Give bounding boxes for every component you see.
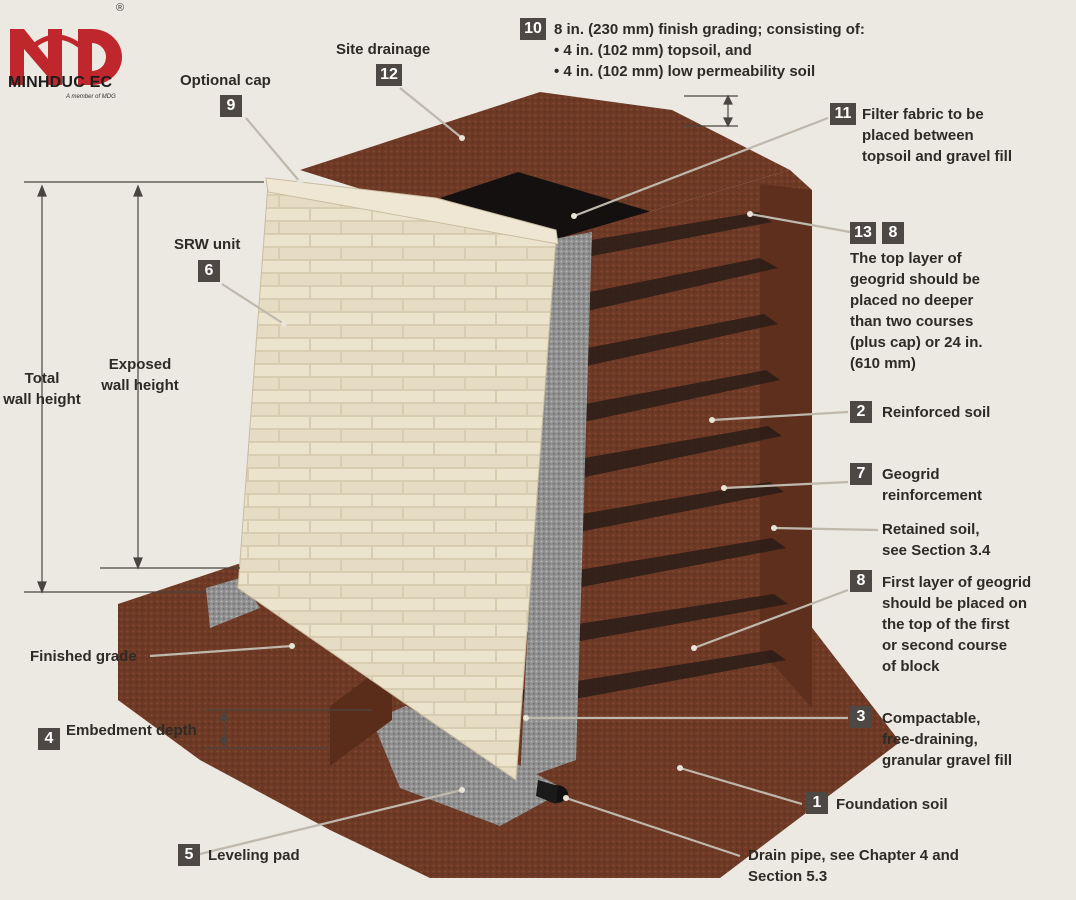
site-drainage-label: Site drainage [336, 41, 431, 58]
brand-tagline: A member of MDG [66, 94, 116, 100]
srw-unit-label: SRW unit [174, 236, 241, 253]
foundation-soil-label: Foundation soil [836, 796, 948, 813]
callout-9-badge: 9 [220, 95, 242, 117]
gravel-fill-text: Compactable, free-draining, granular gra… [882, 710, 1013, 769]
reinforced-soil-label: Reinforced soil [882, 404, 991, 421]
finished-grade-label: Finished grade [30, 648, 137, 665]
callout-6-badge: 6 [198, 260, 220, 282]
retained-soil-label: Retained soil, see Section 3.4 [882, 521, 991, 559]
filter-fabric-slot [440, 172, 652, 240]
optional-cap-row [265, 177, 559, 245]
callout-11-badge: 11 [830, 103, 856, 125]
optional-cap-label: Optional cap [180, 72, 271, 89]
callout-4-badge: 4 [38, 728, 60, 750]
registered-mark: ® [116, 2, 125, 14]
callout-5-badge: 5 [178, 844, 200, 866]
front-soil-step-side [330, 660, 392, 766]
total-wall-height-label: Total wall height [3, 370, 81, 408]
callout-3-badge: 3 [850, 706, 872, 728]
leader-lines [149, 87, 879, 858]
minhduc-logo-mark [10, 29, 122, 85]
leveling-pad [372, 706, 566, 826]
callout-11-text: Filter fabric to be placed between topso… [862, 106, 1013, 165]
dimension-lines [24, 94, 738, 749]
front-soil-step [232, 598, 392, 706]
callout-8-badge: 8 [850, 570, 872, 592]
callout-10-badge: 10 [520, 18, 546, 40]
leveling-pad-label: Leveling pad [208, 847, 300, 864]
callout-7-badge: 7 [850, 463, 872, 485]
exposed-wall-height-label: Exposed wall height [101, 356, 179, 394]
leader-dots [281, 135, 777, 801]
callout-13-text: The top layer of geogrid should be place… [850, 250, 983, 372]
geogrid-reinforcement-label: Geogrid reinforcement [882, 466, 983, 504]
embedment-depth-label: Embedment depth [66, 722, 197, 739]
first-geogrid-layer-text: First layer of geogrid should be placed … [882, 574, 1032, 675]
geogrid-layers [520, 212, 788, 708]
retained-soil-side [760, 184, 812, 708]
callout-1-badge: 1 [806, 792, 828, 814]
brand-name: MINHDUC EC [8, 74, 113, 91]
callout-12-badge: 12 [376, 64, 402, 86]
drain-pipe-text: Drain pipe, see Chapter 4 and Section 5.… [748, 847, 959, 885]
callout-13-badge: 13 [850, 222, 876, 244]
callout-10-text: 8 in. (230 mm) finish grading; consistin… [554, 21, 865, 80]
gravel-fill [520, 232, 592, 780]
callout-2-badge: 2 [850, 401, 872, 423]
callout-13-badge-8: 8 [882, 222, 904, 244]
